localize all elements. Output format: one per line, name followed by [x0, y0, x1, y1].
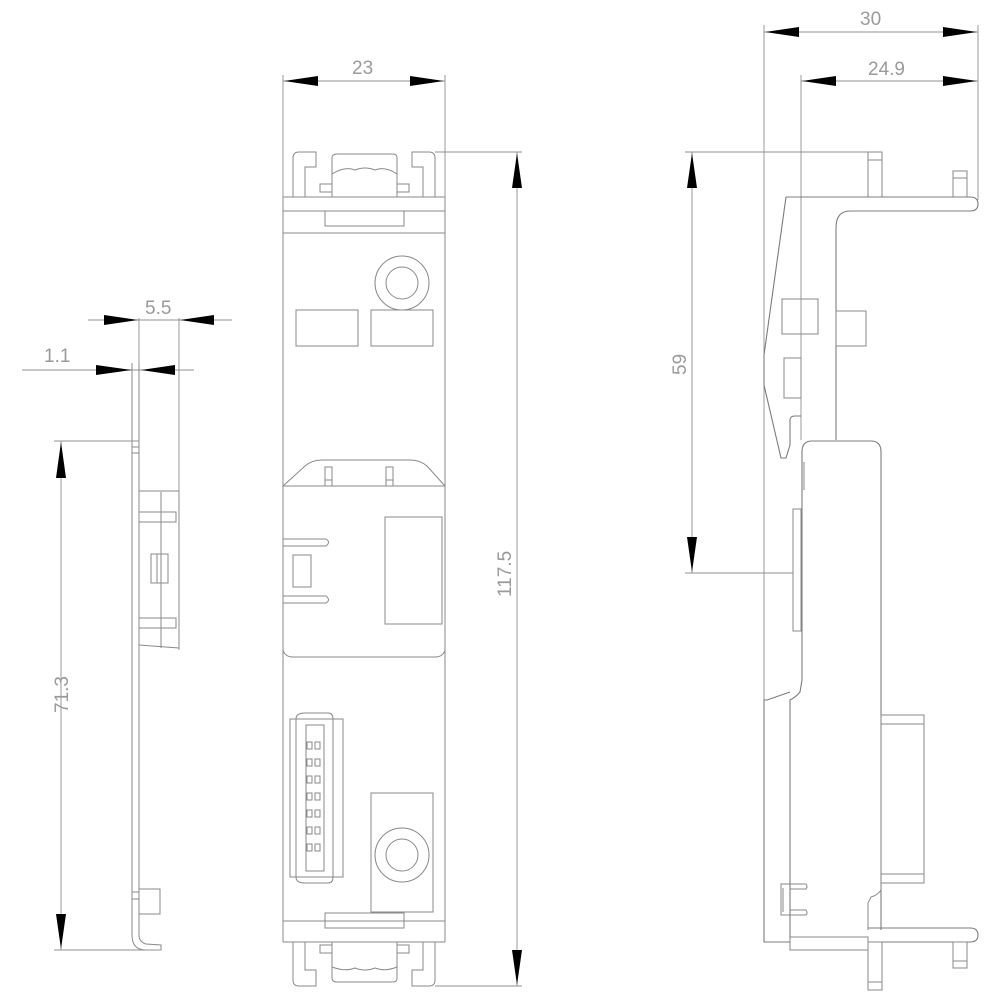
- dimension-label-24-9: 24.9: [868, 59, 905, 80]
- dimension-label-59: 59: [670, 354, 691, 375]
- led-ring-icon: [374, 827, 430, 883]
- dimension-59: 59: [670, 151, 882, 574]
- arrow-left-icon: [765, 27, 799, 37]
- led-ring-icon: [374, 255, 430, 311]
- side-view-right: 30 24.9 59: [670, 9, 979, 991]
- side-view-left: 5.5 1.1: [22, 298, 232, 951]
- dimension-label-71-3: 71.3: [52, 676, 73, 713]
- arrow-right-icon: [104, 315, 138, 325]
- arrow-down-icon: [512, 950, 522, 985]
- arrow-up-icon: [56, 442, 66, 478]
- dimension-71-3: 71.3: [52, 440, 161, 951]
- dimension-label-117-5: 117.5: [495, 551, 516, 597]
- arrow-up-icon: [687, 153, 697, 188]
- arrow-left-icon: [180, 315, 214, 325]
- arrow-right-icon: [410, 76, 444, 86]
- arrow-left-icon: [284, 76, 318, 86]
- dimension-24-9: 24.9: [800, 59, 978, 440]
- arrow-down-icon: [687, 537, 697, 572]
- arrow-left-icon: [141, 365, 175, 375]
- arrow-right-icon: [943, 76, 977, 86]
- dimension-5-5: 5.5: [88, 298, 232, 650]
- pin-connector: [289, 712, 344, 884]
- arrow-left-icon: [802, 76, 836, 86]
- arrow-up-icon: [512, 153, 522, 188]
- dimension-label-5-5: 5.5: [145, 298, 171, 319]
- dimension-23: 23: [282, 58, 446, 200]
- dimension-label-30: 30: [860, 9, 881, 30]
- dimension-label-23: 23: [352, 58, 373, 79]
- dimension-label-1-1: 1.1: [44, 346, 70, 367]
- arrow-right-icon: [96, 365, 132, 375]
- dimension-1-1: 1.1: [22, 346, 194, 375]
- dimension-117-5: 117.5: [435, 151, 522, 987]
- dimension-30: 30: [763, 9, 979, 940]
- front-view: 23: [282, 58, 522, 987]
- arrow-right-icon: [943, 27, 977, 37]
- arrow-down-icon: [56, 914, 66, 949]
